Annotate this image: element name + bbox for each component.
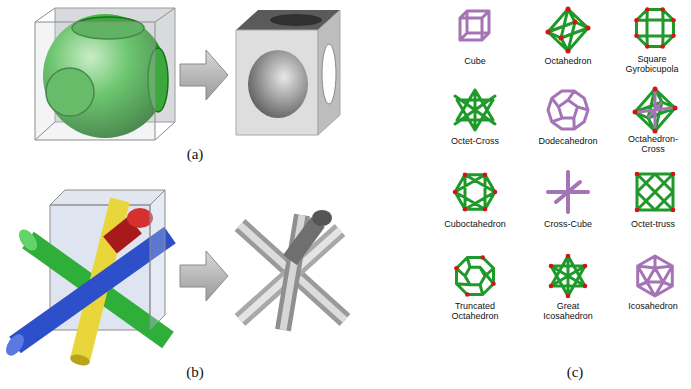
panel-label: (a) (175, 146, 215, 163)
gyrobicupola-cell (634, 7, 676, 49)
cell-name: Truncated Octahedron (440, 301, 510, 322)
arrow (180, 50, 228, 100)
great-icosahedron-cell (549, 254, 588, 299)
cell-name: Square Gyrobicupola (616, 54, 688, 75)
cell-name: Cuboctahedron (435, 219, 515, 229)
cuboctahedron-cell (453, 172, 498, 211)
sphere-in-cube (35, 8, 175, 140)
cell-name: Octet-Cross (435, 136, 515, 146)
cross-cube-cell (548, 172, 588, 212)
octet-truss-cell (635, 172, 676, 213)
arrow (180, 251, 228, 301)
holed-cube (236, 10, 340, 135)
octahedron-cross-cell (633, 87, 678, 134)
panel-label: (c) (555, 364, 595, 381)
cube-cell (460, 11, 489, 40)
octet-cross-cell (455, 90, 495, 130)
cell-name: Great Icosahedron (533, 301, 603, 322)
cylinders-in-cube (2, 190, 170, 367)
cell-name: Octet-truss (618, 219, 688, 229)
cell-name: Octahedron-Cross (618, 134, 688, 155)
dodecahedron-cell (548, 91, 588, 129)
cell-name: Cube (435, 56, 515, 66)
octahedron-cell (546, 7, 591, 54)
cell-name: Octahedron (528, 56, 608, 66)
cell-name: Icosahedron (618, 301, 688, 311)
cell-name: Dodecahedron (528, 136, 608, 146)
strut-cross (240, 210, 345, 330)
truncated-octahedron-cell (454, 255, 496, 297)
panel-label: (b) (175, 364, 215, 381)
icosahedron-cell (638, 256, 673, 296)
cell-name: Cross-Cube (528, 219, 608, 229)
